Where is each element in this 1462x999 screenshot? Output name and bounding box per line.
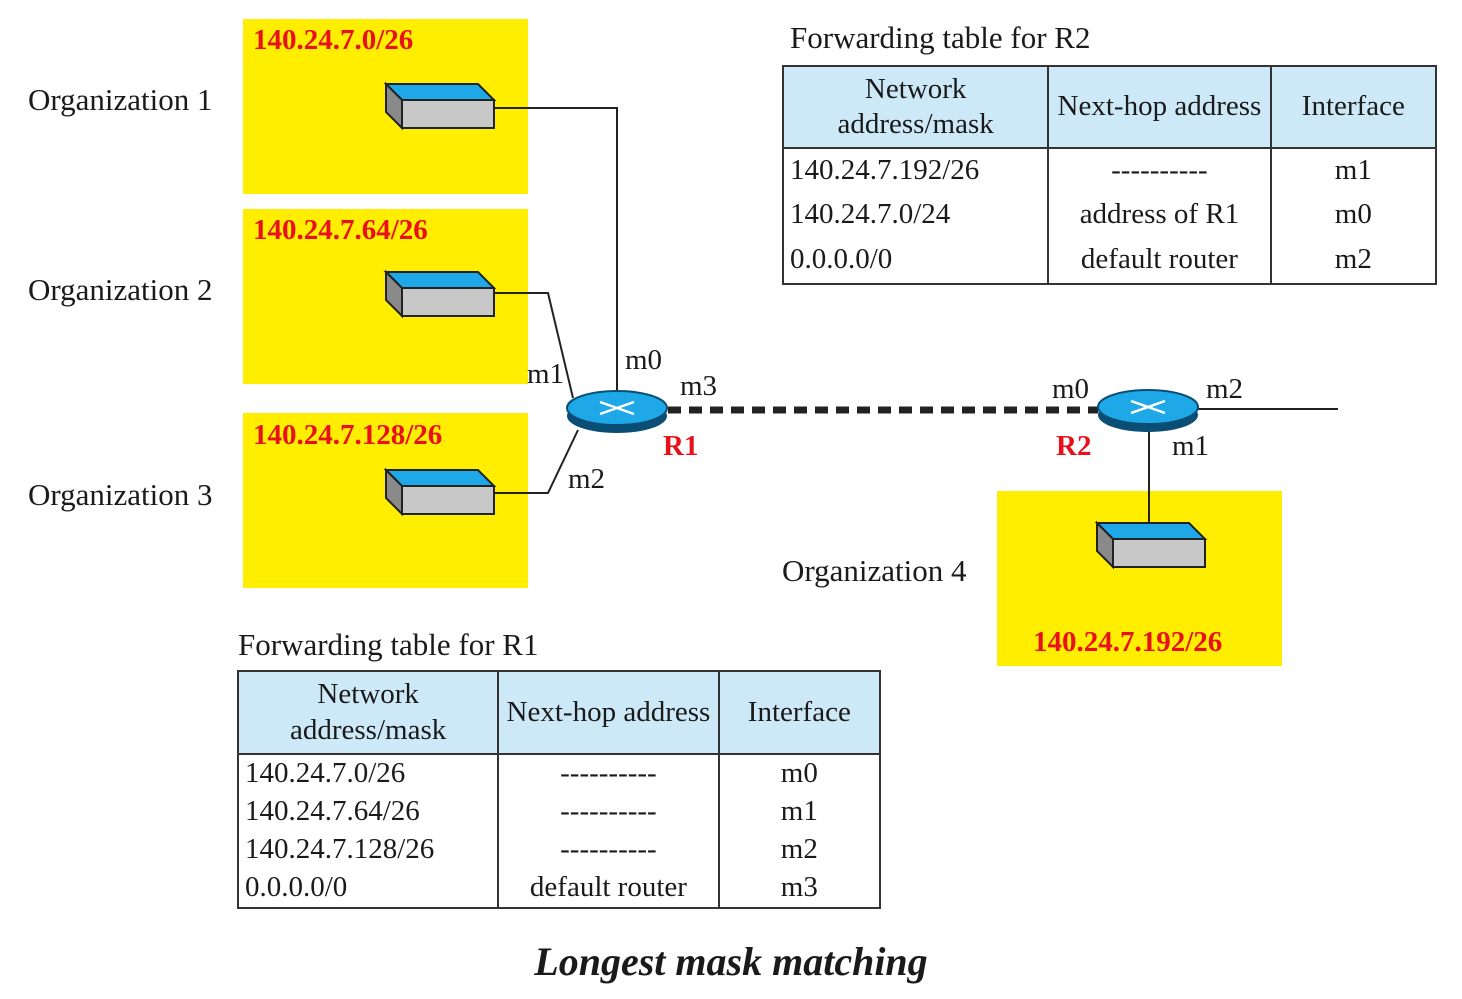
figure-title: Longest mask matching xyxy=(534,939,928,984)
r1-m0-label: m0 xyxy=(625,344,663,376)
r2-m1-label: m1 xyxy=(1172,430,1210,462)
table-r2-header: Next-hop address xyxy=(1047,65,1272,149)
router-r1-icon xyxy=(565,389,669,435)
org2-switch-icon xyxy=(385,271,495,317)
table-r1-header: Network address/mask xyxy=(236,670,500,755)
table-cell: ---------- xyxy=(497,792,720,830)
table-r2-header: Network address/mask xyxy=(781,65,1050,149)
table-cell: default router xyxy=(497,868,720,908)
r2-m0-label: m0 xyxy=(1052,373,1090,405)
table-cell: default router xyxy=(1047,236,1272,284)
r2-m2-label: m2 xyxy=(1206,373,1244,405)
table-row: 140.24.7.0/24 address of R1 m0 xyxy=(781,192,1438,236)
table-row: 140.24.7.0/26 ---------- m0 xyxy=(236,754,882,792)
org1-network: 140.24.7.0/26 xyxy=(253,24,414,56)
table-r2-caption: Forwarding table for R2 xyxy=(790,20,1091,55)
table-r2-header: Interface xyxy=(1269,65,1438,149)
table-r1-header: Next-hop address xyxy=(497,670,720,755)
table-cell: m2 xyxy=(1269,236,1438,284)
org3-network: 140.24.7.128/26 xyxy=(253,419,443,451)
table-cell: 0.0.0.0/0 xyxy=(236,868,500,908)
r1-m1-label: m1 xyxy=(527,358,565,390)
table-cell: m3 xyxy=(717,868,882,908)
org4-label: Organization 4 xyxy=(782,553,967,588)
table-cell: 0.0.0.0/0 xyxy=(781,236,1050,284)
table-cell: 140.24.7.0/24 xyxy=(781,192,1050,236)
table-cell: ---------- xyxy=(1047,148,1272,192)
table-cell: 140.24.7.0/26 xyxy=(236,754,500,792)
table-r1-caption: Forwarding table for R1 xyxy=(238,627,539,662)
table-cell: m2 xyxy=(717,830,882,868)
table-cell: 140.24.7.64/26 xyxy=(236,792,500,830)
table-cell: ---------- xyxy=(497,830,720,868)
org1-switch-icon xyxy=(385,83,495,129)
org4-network: 140.24.7.192/26 xyxy=(1033,626,1223,658)
table-cell: m0 xyxy=(1269,192,1438,236)
table-cell: ---------- xyxy=(497,754,720,792)
org1-label: Organization 1 xyxy=(28,82,213,117)
org2-label: Organization 2 xyxy=(28,272,213,307)
org3-label: Organization 3 xyxy=(28,477,213,512)
link-org3-r1 xyxy=(494,429,579,494)
table-row: 140.24.7.64/26 ---------- m1 xyxy=(236,792,882,830)
table-cell: 140.24.7.192/26 xyxy=(781,148,1050,192)
org3-switch-icon xyxy=(385,469,495,515)
table-row: 140.24.7.192/26 ---------- m1 xyxy=(781,148,1438,192)
forwarding-table-r1: Network address/mask Next-hop address In… xyxy=(236,670,882,909)
r1-name: R1 xyxy=(663,430,699,462)
r1-m2-label: m2 xyxy=(568,463,606,495)
table-cell: 140.24.7.128/26 xyxy=(236,830,500,868)
table-cell: m1 xyxy=(1269,148,1438,192)
forwarding-table-r2: Network address/mask Next-hop address In… xyxy=(781,65,1438,285)
org4-box xyxy=(997,491,1282,666)
r2-name: R2 xyxy=(1056,430,1092,462)
org2-network: 140.24.7.64/26 xyxy=(253,214,428,246)
table-row: 0.0.0.0/0 default router m3 xyxy=(236,868,882,908)
table-cell: m1 xyxy=(717,792,882,830)
org4-switch-icon xyxy=(1096,522,1206,568)
r1-m3-label: m3 xyxy=(680,370,718,402)
table-cell: address of R1 xyxy=(1047,192,1272,236)
table-r1-header: Interface xyxy=(717,670,882,755)
link-org2-r1 xyxy=(494,292,574,399)
table-row: 140.24.7.128/26 ---------- m2 xyxy=(236,830,882,868)
table-row: 0.0.0.0/0 default router m2 xyxy=(781,236,1438,284)
link-org1-r1 xyxy=(494,107,618,395)
table-cell: m0 xyxy=(717,754,882,792)
router-r2-icon xyxy=(1096,388,1200,434)
